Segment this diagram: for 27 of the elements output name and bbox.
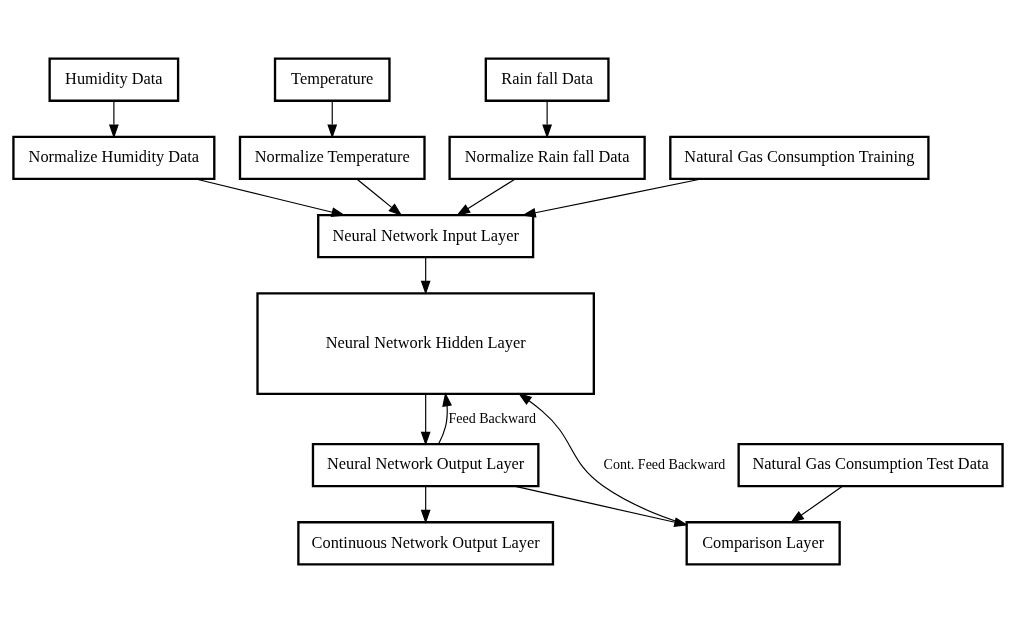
arrow bbox=[790, 485, 843, 523]
arrow bbox=[327, 99, 338, 138]
arrow bbox=[195, 177, 346, 217]
arrow bbox=[420, 485, 431, 524]
node-box: Normalize Rain fall Data bbox=[448, 135, 646, 180]
arrow bbox=[108, 99, 119, 138]
node-box: Neural Network Input Layer bbox=[317, 213, 535, 258]
edge-label: Cont. Feed Backward bbox=[603, 456, 726, 472]
node-box: Continuous Network Output Layer bbox=[297, 520, 555, 565]
node-box: Natural Gas Consumption Training bbox=[669, 135, 930, 180]
arrow bbox=[438, 391, 452, 444]
arrow bbox=[420, 392, 431, 446]
node-box: Neural Network Hidden Layer bbox=[256, 291, 595, 395]
node-box: Natural Gas Consumption Test Data bbox=[737, 442, 1004, 487]
arrow bbox=[521, 177, 702, 217]
node-box: Temperature bbox=[273, 57, 391, 102]
arrow bbox=[456, 177, 516, 216]
node-box: Neural Network Output Layer bbox=[311, 442, 540, 487]
node-box: Normalize Humidity Data bbox=[12, 135, 216, 180]
arrow bbox=[420, 256, 431, 295]
node-box: Humidity Data bbox=[48, 57, 180, 102]
node-box: Comparison Layer bbox=[685, 520, 841, 565]
node-box: Normalize Temperature bbox=[238, 135, 426, 180]
edge-label: Feed Backward bbox=[448, 410, 536, 426]
arrow bbox=[356, 177, 403, 216]
arrow bbox=[542, 99, 553, 138]
node-box: Rain fall Data bbox=[484, 57, 610, 102]
